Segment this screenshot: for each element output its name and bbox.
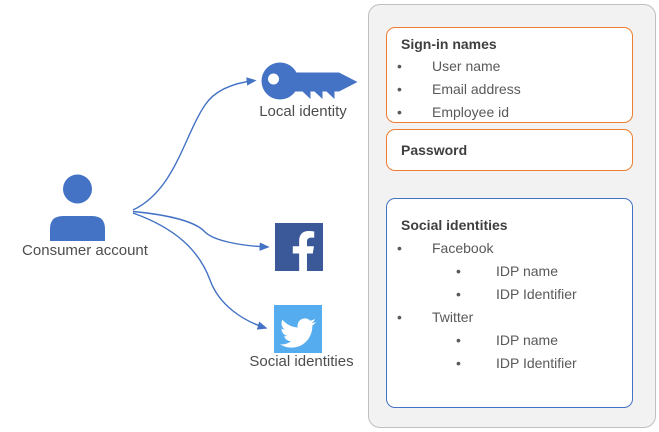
account-attributes-panel: Sign-in names • User name • Email addres… (368, 4, 656, 428)
bullet-glyph: • (456, 332, 461, 348)
signin-names-box: Sign-in names • User name • Email addres… (386, 27, 633, 123)
provider-facebook: Facebook (432, 240, 494, 256)
social-identities-box: Social identities • Facebook • IDP name … (386, 198, 633, 408)
local-identity-label: Local identity (259, 103, 347, 120)
list-item: • Facebook (387, 237, 632, 260)
facebook-icon (275, 223, 323, 271)
twitter-attr-idp-name: IDP name (496, 332, 558, 348)
bullet-glyph: • (397, 58, 402, 74)
twitter-attr-idp-identifier: IDP Identifier (496, 355, 577, 371)
social-identities-label: Social identities (249, 353, 354, 370)
password-title: Password (401, 142, 468, 158)
signin-item-email-address: Email address (432, 81, 521, 97)
signin-item-user-name: User name (432, 58, 501, 74)
list-item: • IDP Identifier (387, 283, 632, 306)
list-item: • Twitter (387, 306, 632, 329)
key-icon (261, 62, 358, 100)
bullet-glyph: • (397, 240, 402, 256)
list-item: • User name (387, 55, 632, 78)
list-item: • Email address (387, 78, 632, 101)
bullet-glyph: • (456, 263, 461, 279)
facebook-attr-idp-name: IDP name (496, 263, 558, 279)
bullet-glyph: • (456, 355, 461, 371)
provider-twitter: Twitter (432, 309, 474, 325)
arrow-to-local-identity (132, 77, 257, 211)
arrow-to-twitter (132, 212, 268, 330)
twitter-bird-glyph (280, 318, 316, 348)
bullet-glyph: • (456, 286, 461, 302)
signin-names-title: Sign-in names (401, 36, 497, 52)
password-box: Password (386, 129, 633, 171)
bullet-glyph: • (397, 81, 402, 97)
facebook-f-glyph (292, 231, 315, 271)
consumer-account-label: Consumer account (22, 242, 148, 259)
list-item: • IDP Identifier (387, 352, 632, 375)
bullet-glyph: • (397, 309, 402, 325)
arrow-to-facebook (132, 210, 270, 251)
list-item: • Employee id (387, 101, 632, 124)
connector-arrows (132, 77, 270, 330)
signin-item-employee-id: Employee id (432, 104, 510, 120)
list-item: • IDP name (387, 260, 632, 283)
social-identities-title: Social identities (401, 217, 508, 233)
list-item: • IDP name (387, 329, 632, 352)
twitter-icon (274, 305, 322, 353)
person-icon (50, 174, 105, 241)
bullet-glyph: • (397, 104, 402, 120)
facebook-attr-idp-identifier: IDP Identifier (496, 286, 577, 302)
